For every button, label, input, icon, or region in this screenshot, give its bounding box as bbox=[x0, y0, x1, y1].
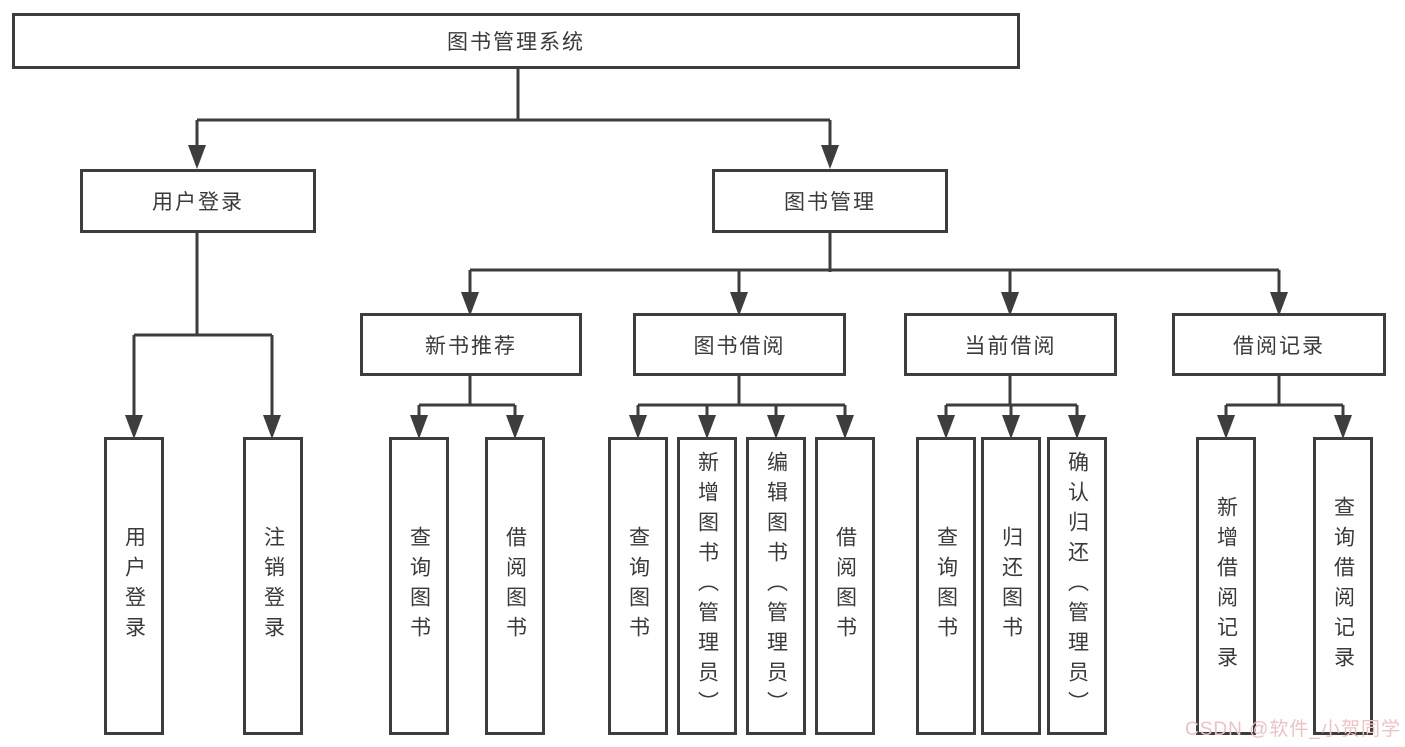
leaf-user-login: 用户登录 bbox=[104, 437, 164, 735]
node-book-borrowing: 图书借阅 bbox=[633, 313, 846, 376]
node-label: 当前借阅 bbox=[964, 334, 1057, 358]
leaf-logout: 注销登录 bbox=[243, 437, 303, 735]
node-current-borrowing: 当前借阅 bbox=[904, 313, 1117, 376]
node-label: 借阅记录 bbox=[1233, 334, 1325, 358]
leaf-query-books: 查询图书 bbox=[389, 437, 449, 735]
node-label: 新增借阅记录 bbox=[1214, 496, 1238, 676]
node-label: 图书借阅 bbox=[693, 334, 786, 358]
node-label: 确认归还（管理员） bbox=[1065, 451, 1089, 721]
leaf-return-books: 归还图书 bbox=[981, 437, 1041, 735]
csdn-watermark: CSDN @软件_小贺同学 bbox=[1185, 719, 1401, 740]
node-library-management-system: 图书管理系统 bbox=[12, 13, 1020, 69]
leaf-query-borrow-record: 查询借阅记录 bbox=[1313, 437, 1373, 735]
node-label: 编辑图书（管理员） bbox=[764, 451, 788, 721]
leaf-edit-books-admin: 编辑图书（管理员） bbox=[746, 437, 806, 735]
node-label: 新增图书（管理员） bbox=[695, 451, 719, 721]
leaf-query-books: 查询图书 bbox=[916, 437, 976, 735]
node-label: 新书推荐 bbox=[425, 334, 517, 358]
node-user-login: 用户登录 bbox=[80, 169, 316, 233]
node-borrowing-records: 借阅记录 bbox=[1172, 313, 1386, 376]
node-book-management: 图书管理 bbox=[712, 169, 948, 233]
node-label: 注销登录 bbox=[261, 526, 285, 646]
node-label: 用户登录 bbox=[122, 526, 146, 646]
node-label: 查询图书 bbox=[407, 526, 431, 646]
node-label: 查询图书 bbox=[626, 526, 650, 646]
leaf-add-books-admin: 新增图书（管理员） bbox=[677, 437, 737, 735]
node-label: 借阅图书 bbox=[503, 526, 527, 646]
leaf-confirm-return-admin: 确认归还（管理员） bbox=[1047, 437, 1107, 735]
node-label: 归还图书 bbox=[999, 526, 1023, 646]
node-label: 查询图书 bbox=[934, 526, 958, 646]
node-label: 用户登录 bbox=[152, 191, 244, 214]
node-new-book-recommendation: 新书推荐 bbox=[360, 313, 582, 376]
leaf-add-borrow-record: 新增借阅记录 bbox=[1196, 437, 1256, 735]
leaf-borrow-books: 借阅图书 bbox=[485, 437, 545, 735]
node-label: 查询借阅记录 bbox=[1331, 496, 1355, 676]
leaf-query-books: 查询图书 bbox=[608, 437, 668, 735]
leaf-borrow-books: 借阅图书 bbox=[815, 437, 875, 735]
node-label: 借阅图书 bbox=[833, 526, 857, 646]
node-label: 图书管理系统 bbox=[447, 31, 585, 54]
node-label: 图书管理 bbox=[784, 191, 876, 214]
